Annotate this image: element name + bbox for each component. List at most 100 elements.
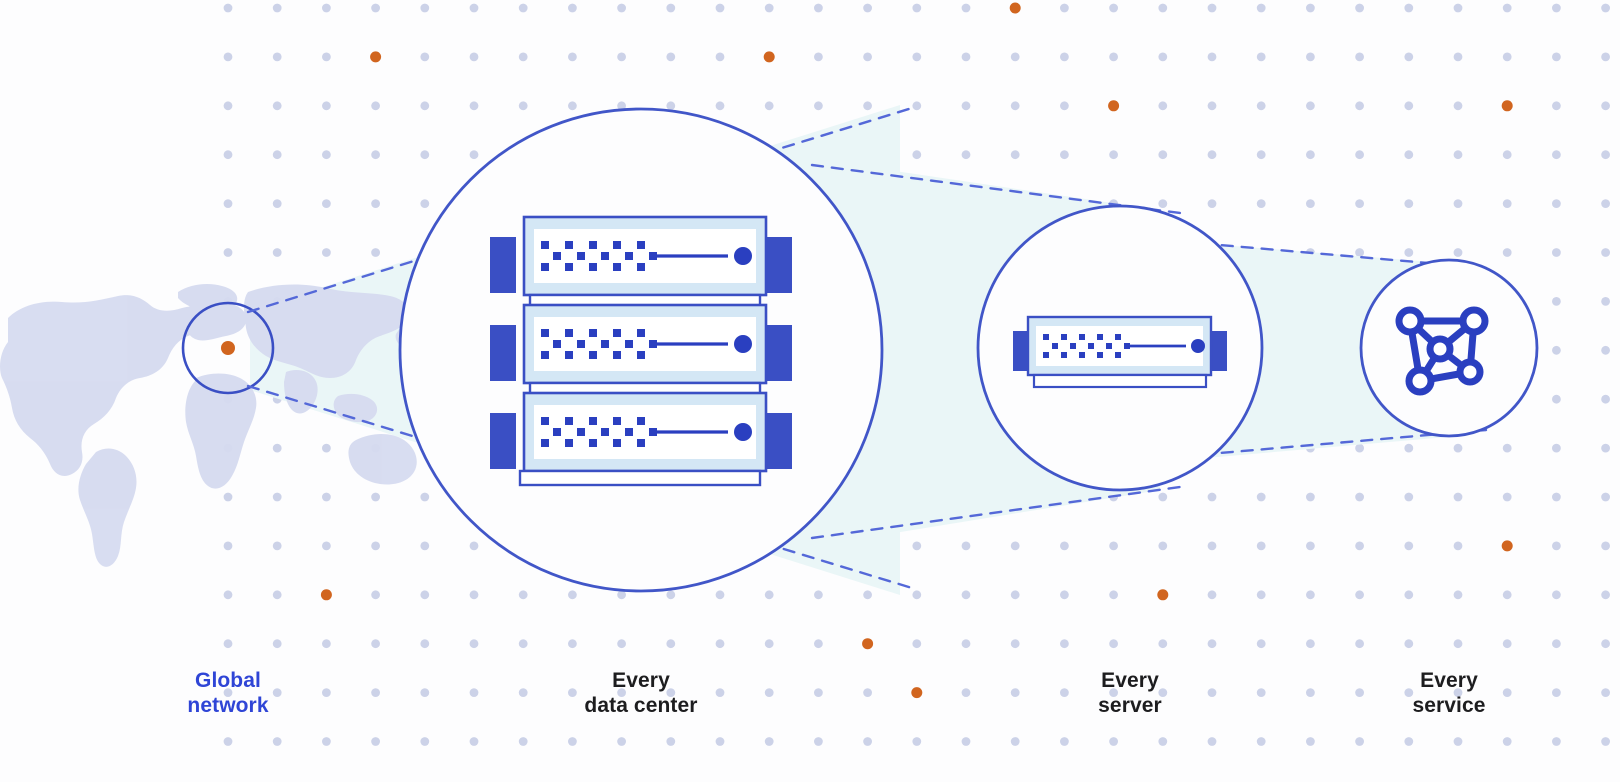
grid-dot [1060, 101, 1069, 111]
grid-dot [1502, 150, 1512, 160]
grid-dot [1355, 199, 1364, 209]
grid-dot [469, 639, 479, 649]
grid-dot [1207, 101, 1217, 111]
grid-dot [1601, 590, 1610, 600]
grid-dot [272, 3, 282, 13]
grid-dot [568, 3, 577, 13]
grid-dot [1207, 541, 1217, 551]
grid-dot [1404, 492, 1414, 502]
grid-dot [1601, 150, 1610, 160]
grid-dot [1060, 737, 1069, 746]
grid-dot [1453, 101, 1463, 111]
grid-dot [272, 492, 282, 502]
grid-dot [1256, 639, 1266, 649]
grid-dot [961, 737, 971, 746]
grid-dot [1158, 492, 1168, 502]
grid-dot [518, 3, 528, 13]
grid-dot [272, 443, 282, 453]
grid-dot [322, 443, 331, 453]
grid-dot [1207, 639, 1217, 649]
grid-dot [1404, 443, 1414, 453]
grid-dot [322, 639, 331, 649]
grid-dot [1010, 150, 1020, 160]
grid-dot [371, 248, 380, 257]
server-led-pattern [541, 417, 657, 447]
grid-dot [961, 541, 971, 551]
grid-dot [1256, 737, 1266, 746]
grid-dot [1404, 199, 1414, 209]
grid-dot [371, 199, 380, 209]
grid-dot [1060, 541, 1069, 551]
grid-dot [322, 492, 331, 502]
grid-dot [1453, 3, 1463, 13]
grid-dot [1552, 3, 1561, 13]
grid-dot [1207, 52, 1217, 62]
grid-dot [1453, 737, 1463, 746]
grid-dot [371, 737, 380, 746]
grid-dot [617, 52, 626, 62]
grid-dot [863, 688, 872, 697]
grid-dot [666, 3, 676, 13]
grid-dot [1552, 150, 1561, 160]
grid-dot [1502, 688, 1512, 697]
grid-dot [715, 101, 725, 111]
grid-dot [1256, 688, 1266, 697]
grid-dot-accent [370, 51, 382, 63]
label-line: network [187, 694, 269, 717]
grid-dot [814, 639, 823, 649]
grid-dot [1601, 199, 1610, 209]
grid-dot [863, 590, 872, 600]
grid-dot [1355, 3, 1364, 13]
grid-dot [1158, 737, 1168, 746]
grid-dot [223, 541, 233, 551]
grid-dot [961, 52, 971, 62]
label-every-server: Every server [1030, 668, 1230, 718]
grid-dot [1552, 492, 1561, 502]
grid-dot [1552, 688, 1561, 697]
grid-dot [469, 541, 479, 551]
grid-dot [1158, 541, 1168, 551]
grid-dot [518, 639, 528, 649]
grid-dot [1552, 394, 1561, 404]
grid-dot [518, 52, 528, 62]
grid-dot [764, 639, 774, 649]
grid-dot [322, 541, 331, 551]
grid-dot [322, 150, 331, 160]
grid-dot [666, 639, 676, 649]
grid-dot [1355, 52, 1364, 62]
grid-dot [1109, 590, 1118, 600]
grid-dot [1060, 150, 1069, 160]
grid-dot [1355, 443, 1364, 453]
grid-dot [420, 737, 430, 746]
label-line: server [1098, 694, 1162, 717]
grid-dot [322, 199, 331, 209]
grid-dot [1109, 52, 1118, 62]
grid-dot [1256, 492, 1266, 502]
grid-dot [961, 639, 971, 649]
grid-dot [1256, 590, 1266, 600]
grid-dot [420, 199, 430, 209]
grid-dot [371, 639, 380, 649]
label-every-service: Every service [1349, 668, 1549, 718]
grid-dot [912, 101, 922, 111]
grid-dot [371, 590, 380, 600]
grid-dot [568, 590, 577, 600]
grid-dot [1256, 52, 1266, 62]
graph-node [1426, 335, 1454, 363]
grid-dot [322, 52, 331, 62]
grid-dot [1404, 248, 1414, 257]
server-led-pattern [541, 241, 657, 271]
label-line: Global [195, 669, 261, 692]
grid-dot [715, 52, 725, 62]
grid-dot [469, 590, 479, 600]
grid-dot [1355, 639, 1364, 649]
grid-dot [863, 101, 872, 111]
grid-dot [1404, 541, 1414, 551]
grid-dot [1207, 3, 1217, 13]
grid-dot [666, 52, 676, 62]
grid-dot [1453, 688, 1463, 697]
grid-dot [715, 639, 725, 649]
grid-dot [1404, 3, 1414, 13]
